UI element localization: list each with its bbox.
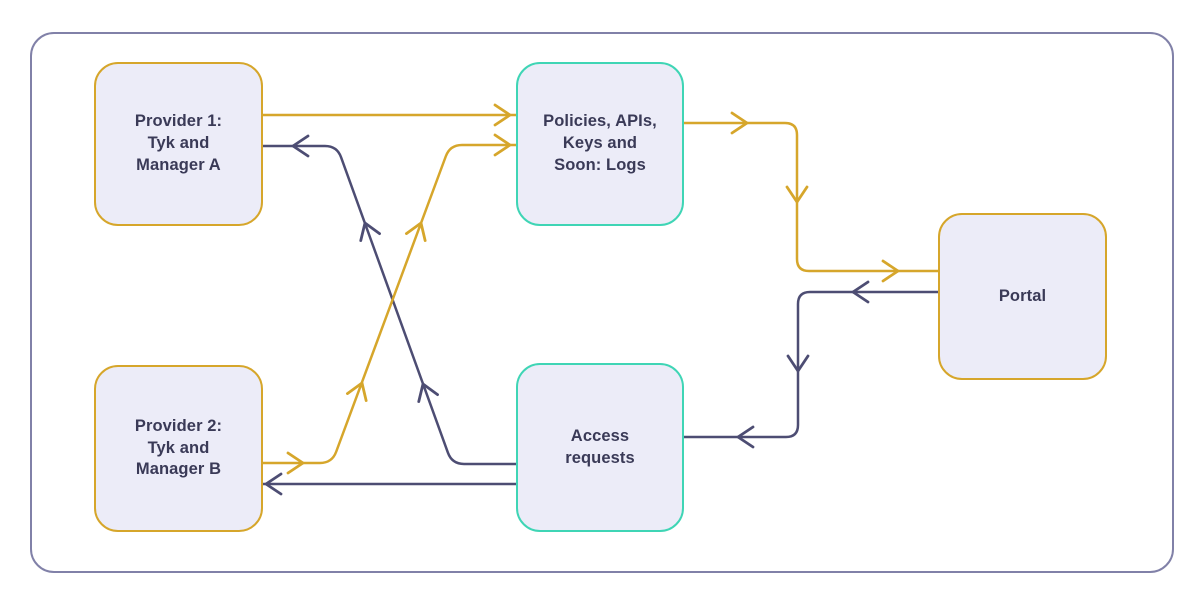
node-provider-2: Provider 2: Tyk and Manager B	[94, 365, 263, 532]
node-provider-2-label: Provider 2: Tyk and Manager B	[134, 416, 223, 479]
node-policies-apis-keys-logs: Policies, APIs, Keys and Soon: Logs	[516, 62, 684, 226]
node-provider-1: Provider 1: Tyk and Manager A	[94, 62, 263, 226]
node-portal-label: Portal	[998, 286, 1047, 305]
node-access-requests-label: Access requests	[565, 426, 635, 467]
diagram-frame	[30, 32, 1174, 573]
node-provider-1-label: Provider 1: Tyk and Manager A	[134, 112, 223, 174]
node-portal: Portal	[938, 213, 1107, 380]
node-access-requests: Access requests	[516, 363, 684, 532]
node-policies-apis-keys-logs-label: Policies, APIs, Keys and Soon: Logs	[543, 112, 657, 174]
